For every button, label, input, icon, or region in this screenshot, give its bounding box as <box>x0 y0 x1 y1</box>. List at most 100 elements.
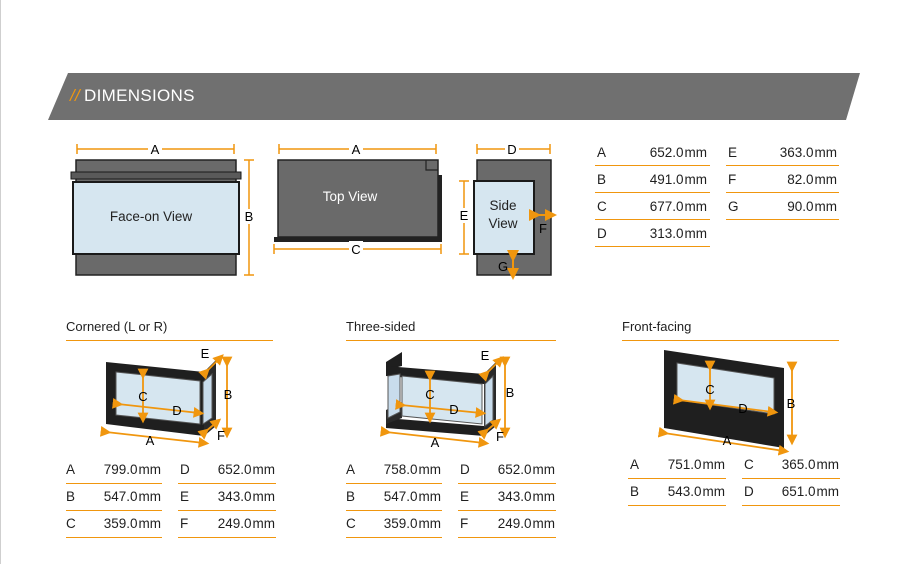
front-facing-dim-b: B <box>787 396 796 411</box>
spec-unit: mm <box>418 516 442 531</box>
spec-row: F 249.0mm <box>180 510 275 537</box>
spec-unit: mm <box>532 516 556 531</box>
spec-divider <box>726 165 839 166</box>
spec-letter: F <box>460 516 469 531</box>
three-sided-dim-f: F <box>496 429 504 444</box>
spec-divider <box>178 537 276 538</box>
page-edge-rule <box>0 0 1 564</box>
spec-divider <box>346 537 442 538</box>
spec-divider <box>628 505 726 506</box>
face-on-dim-a: A <box>151 142 160 157</box>
spec-row: G 90.0mm <box>728 193 837 220</box>
spec-value: 652.0 <box>497 462 532 477</box>
spec-letter: G <box>728 199 739 214</box>
spec-unit: mm <box>252 516 276 531</box>
spec-letter: E <box>728 145 738 160</box>
spec-row: C 359.0mm <box>346 510 441 537</box>
three-sided-title-rule <box>346 340 556 341</box>
spec-value: 249.0 <box>217 516 252 531</box>
spec-value: 491.0 <box>649 172 684 187</box>
spec-letter: D <box>460 462 470 477</box>
front-facing-title: Front-facing <box>622 319 692 334</box>
spec-divider <box>742 478 840 479</box>
spec-value: 359.0 <box>383 516 418 531</box>
spec-value: 799.0 <box>103 462 138 477</box>
banner-slash-prefix: // <box>70 86 81 105</box>
spec-letter: A <box>346 462 356 477</box>
spec-divider <box>458 537 556 538</box>
spec-divider <box>595 165 710 166</box>
spec-letter: A <box>597 145 607 160</box>
spec-value: 313.0 <box>649 226 684 241</box>
spec-unit: mm <box>138 462 162 477</box>
spec-letter: A <box>66 462 76 477</box>
spec-letter: F <box>180 516 189 531</box>
top-view-dim-a: A <box>352 142 361 157</box>
spec-unit: mm <box>684 172 708 187</box>
spec-letter: D <box>744 484 754 499</box>
spec-divider <box>458 510 556 511</box>
spec-unit: mm <box>814 145 838 160</box>
spec-unit: mm <box>252 489 276 504</box>
cornered-title-rule <box>66 340 273 341</box>
spec-letter: C <box>66 516 76 531</box>
spec-letter: A <box>630 457 640 472</box>
spec-value: 543.0 <box>667 484 702 499</box>
spec-divider <box>595 246 710 247</box>
front-facing-diagram: C D A B <box>657 350 798 456</box>
spec-unit: mm <box>252 462 276 477</box>
spec-divider <box>628 478 726 479</box>
three-sided-dim-c: C <box>425 387 434 402</box>
spec-value: 90.0 <box>787 199 814 214</box>
spec-unit: mm <box>816 457 840 472</box>
three-sided-dim-d: D <box>449 402 458 417</box>
three-sided-dim-a: A <box>431 435 440 450</box>
side-view: Side View D E F G <box>457 141 557 280</box>
spec-letter: E <box>180 489 190 504</box>
top-view: Top View A C <box>273 141 442 257</box>
spec-unit: mm <box>702 484 726 499</box>
top-view-label: Top View <box>323 189 378 204</box>
spec-letter: D <box>180 462 190 477</box>
spec-divider <box>346 510 442 511</box>
spec-value: 343.0 <box>497 489 532 504</box>
cornered-diagram: C D A B E F <box>100 346 233 448</box>
spec-unit: mm <box>418 489 442 504</box>
dimensions-banner <box>48 73 860 120</box>
spec-divider <box>66 537 162 538</box>
three-sided-diagram: C D A B E F <box>380 348 515 450</box>
side-view-dim-e: E <box>460 208 469 223</box>
three-sided-title: Three-sided <box>346 319 416 334</box>
spec-divider <box>346 483 442 484</box>
spec-unit: mm <box>684 226 708 241</box>
spec-value: 547.0 <box>383 489 418 504</box>
spec-unit: mm <box>814 199 838 214</box>
spec-letter: E <box>460 489 470 504</box>
spec-row: D 652.0mm <box>180 456 275 483</box>
spec-divider <box>726 219 839 220</box>
spec-letter: C <box>346 516 356 531</box>
spec-unit: mm <box>532 489 556 504</box>
three-sided-dim-b: B <box>506 385 515 400</box>
spec-letter: B <box>346 489 356 504</box>
spec-value: 652.0 <box>217 462 252 477</box>
top-view-dim-c: C <box>351 242 360 257</box>
side-view-dim-d: D <box>507 142 516 157</box>
spec-value: 677.0 <box>649 199 684 214</box>
spec-unit: mm <box>814 172 838 187</box>
